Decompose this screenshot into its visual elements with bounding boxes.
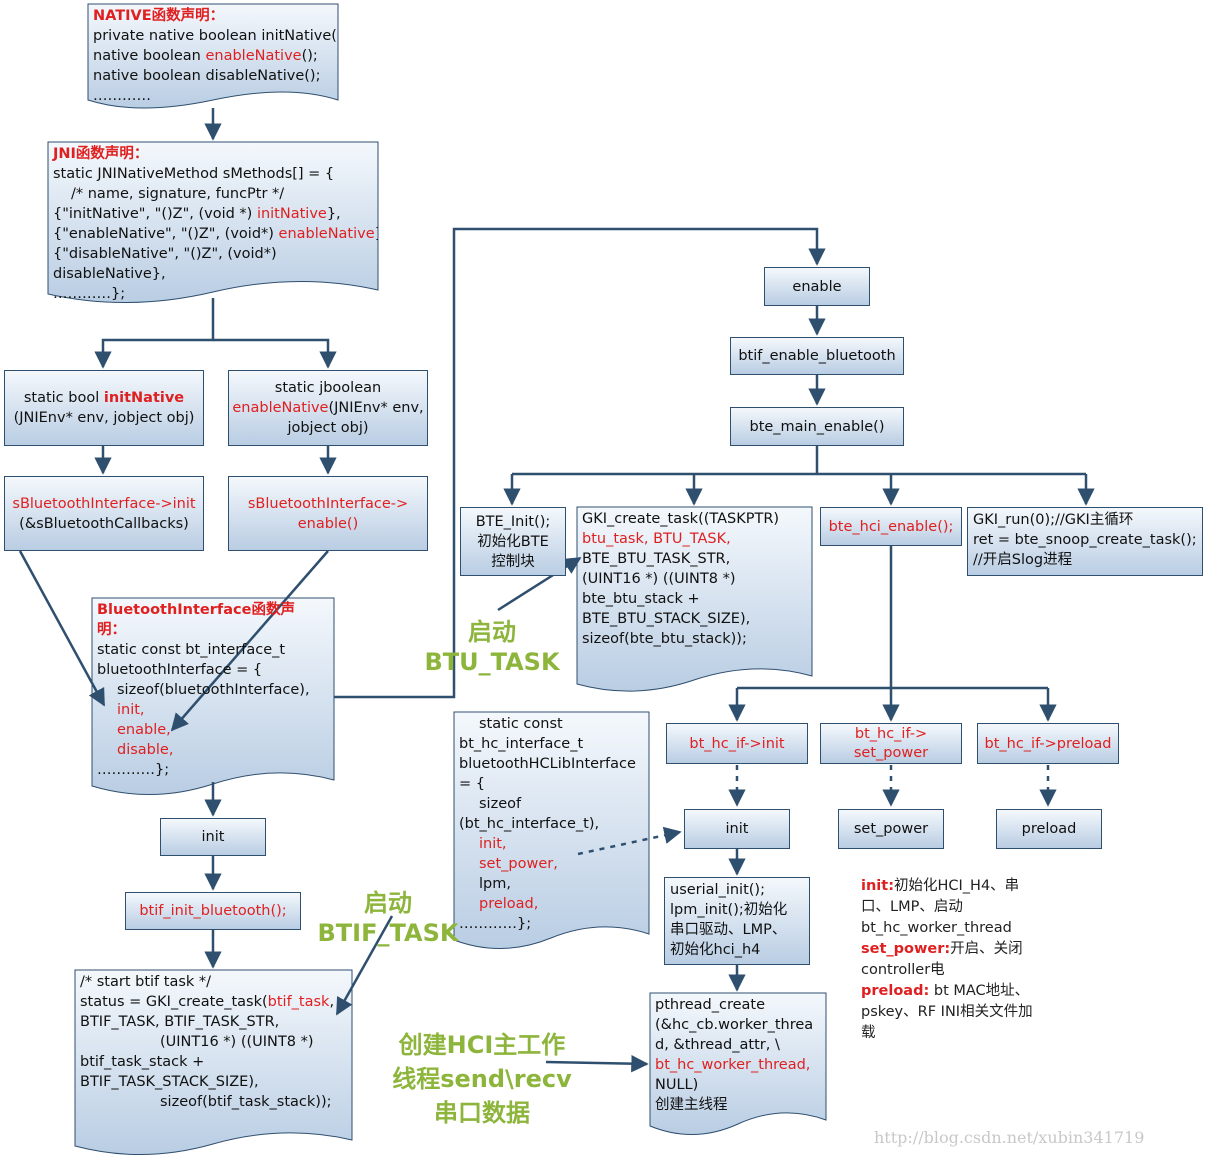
bte-init-box: BTE_Init(); 初始化BTE 控制块	[460, 507, 566, 576]
btif-init-box: btif_init_bluetooth();	[125, 892, 301, 930]
jni-line: disableNative},	[53, 266, 166, 282]
btif-enable-box: btif_enable_bluetooth	[730, 337, 904, 375]
preload-box: preload	[996, 809, 1102, 849]
gki-create-task-block: GKI_create_task((TASKPTR) btu_task, BTU_…	[582, 511, 780, 647]
jni-line: /* name, signature, funcPtr */	[71, 186, 285, 202]
sbt-init-box: sBluetoothInterface->init (&sBluetoothCa…	[4, 476, 204, 551]
native-declaration-block: NATIVE函数声明： private native boolean initN…	[88, 4, 338, 100]
bte-hci-enable-box: bte_hci_enable();	[820, 507, 962, 546]
bt-interface-block: BluetoothInterface函数声 明： static const bt…	[97, 602, 310, 778]
watermark: http://blog.csdn.net/xubin341719	[874, 1128, 1145, 1147]
jni-line: {"enableNative", "()Z", (void*) enableNa…	[53, 226, 378, 242]
jni-shape	[47, 141, 379, 304]
pthread-shape	[649, 992, 827, 1135]
annotation-start-btif-task: 启动 BTIF_TASK	[317, 889, 459, 947]
annotation-start-btu-task: 启动 BTU_TASK	[424, 618, 560, 676]
enable-native-box: static jboolean enableNative(JNIEnv* env…	[228, 370, 428, 446]
set-power-box: set_power	[838, 809, 944, 849]
btif-task-block: /* start btif task */ status = GKI_creat…	[80, 974, 335, 1110]
native-line: private native boolean initNative();	[93, 28, 338, 44]
native-shape	[87, 3, 339, 109]
jni-declaration-block: JNI函数声明： static JNINativeMethod sMethods…	[48, 142, 378, 304]
enable-box: enable	[764, 267, 870, 306]
userial-init-box: userial_init(); lpm_init();初始化 串口驱动、LMP、…	[664, 877, 810, 965]
sbt-enable-box: sBluetoothInterface-> enable()	[228, 476, 428, 551]
hc-if-set-power-box: bt_hc_if-> set_power	[820, 723, 962, 764]
notes-block: init:初始化HCI_H4、串 口、LMP、启动 bt_hc_worker_t…	[861, 878, 1033, 1041]
native-line: …………	[93, 88, 151, 100]
gki-task-shape	[576, 506, 813, 692]
btif-task-shape	[74, 969, 353, 1155]
jni-line: {"disableNative", "()Z", (void*)	[53, 246, 277, 262]
pthread-create-block: pthread_create (&hc_cb.worker_threa d, &…	[655, 997, 814, 1113]
bte-main-enable-box: bte_main_enable()	[730, 407, 904, 446]
hc-if-preload-box: bt_hc_if->preload	[977, 723, 1119, 764]
native-title: NATIVE函数声明：	[93, 8, 225, 24]
gki-run-box: GKI_run(0);//GKI主循环 ret = bte_snoop_crea…	[967, 507, 1203, 576]
hc-lib-shape	[453, 711, 650, 950]
hc-init-box: init	[684, 809, 790, 849]
init-box: init	[160, 818, 266, 856]
jni-line: {"initNative", "()Z", (void *) initNativ…	[53, 206, 341, 222]
jni-line: …………};	[53, 286, 126, 302]
hc-lib-interface-block: static const bt_hc_interface_t bluetooth…	[459, 716, 636, 932]
hc-if-init-box: bt_hc_if->init	[666, 723, 808, 764]
jni-title: JNI函数声明：	[53, 146, 149, 162]
jni-line: static JNINativeMethod sMethods[] = {	[53, 166, 335, 182]
annotation-hci-worker-thread: 创建HCI主工作 线程send\recv 串口数据	[392, 1031, 572, 1127]
native-line: native boolean disableNative();	[93, 68, 321, 84]
init-native-box: static bool initNative (JNIEnv* env, job…	[4, 370, 204, 446]
native-line: native boolean enableNative();	[93, 48, 318, 64]
